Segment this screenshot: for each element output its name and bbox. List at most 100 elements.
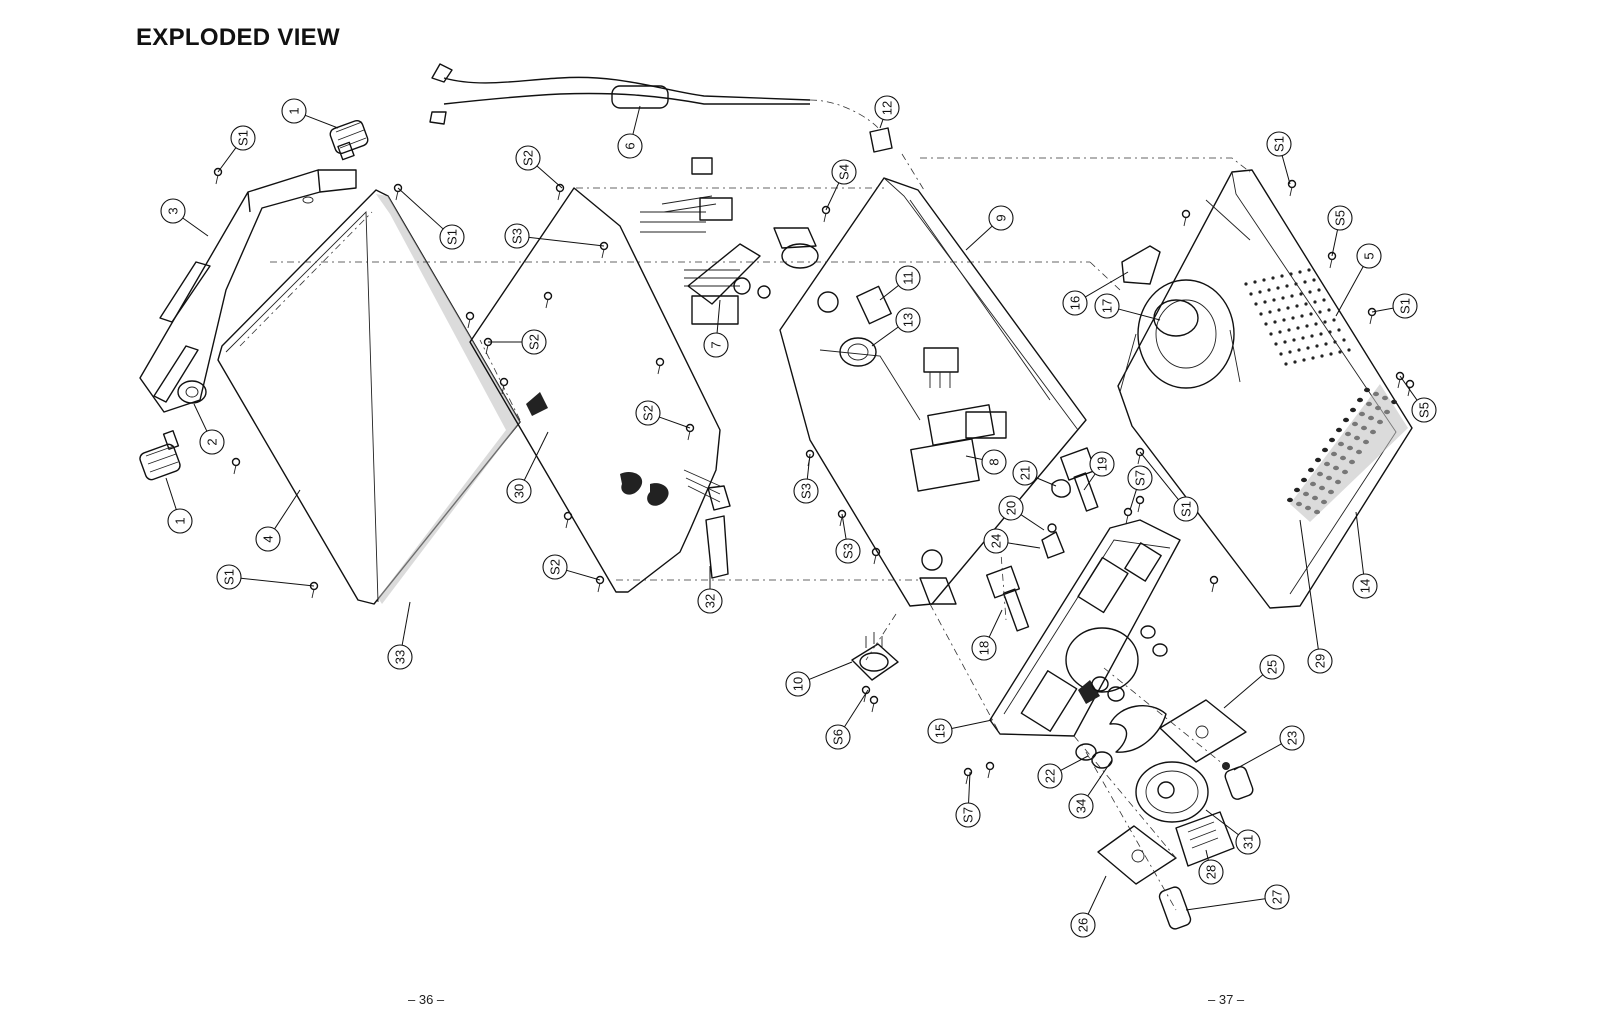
- callout-label: S1: [1398, 298, 1413, 314]
- leader-c14: [1355, 511, 1365, 575]
- callout-c1a: 1: [281, 98, 307, 124]
- callout-circle: [1173, 496, 1199, 522]
- callout-c23: 23: [1279, 725, 1305, 751]
- callout-c14: 14: [1352, 573, 1378, 599]
- callout-c32: 32: [697, 588, 723, 614]
- callout-label: 16: [1068, 296, 1083, 310]
- callout-s1f: S1: [1266, 131, 1292, 157]
- leader-s5a: [1331, 229, 1339, 257]
- leader-s5b: [1399, 375, 1418, 401]
- callout-c9: 9: [988, 205, 1014, 231]
- callout-circle: [1411, 397, 1437, 423]
- leader-c2: [193, 403, 208, 432]
- callout-c21: 21: [1012, 460, 1038, 486]
- screw-2: [231, 457, 241, 475]
- bottom-cover: [217, 189, 521, 605]
- bracket-knob-bottom: [139, 430, 181, 481]
- leader-c29: [1299, 519, 1319, 650]
- callout-label: 28: [1204, 865, 1219, 879]
- screw-22: [1135, 495, 1145, 513]
- callout-c11: 11: [895, 265, 921, 291]
- assembly-guide-lines: [270, 153, 1251, 911]
- callout-circle: [1070, 912, 1096, 938]
- callout-circle: [1307, 648, 1333, 674]
- leader-s1f: [1281, 155, 1291, 185]
- callout-c16: 16: [1062, 290, 1088, 316]
- callout-label: S3: [841, 543, 856, 559]
- callout-label: 30: [512, 484, 527, 498]
- leader-c11: [879, 285, 899, 301]
- callout-c26: 26: [1070, 912, 1096, 938]
- callout-label: 31: [1241, 835, 1256, 849]
- screw-32: [1181, 209, 1191, 227]
- callout-label: 2: [205, 438, 220, 445]
- speaker-bracket: [1121, 245, 1161, 285]
- leader-c7: [716, 299, 721, 334]
- callout-circle: [1259, 654, 1285, 680]
- screw-16: [837, 509, 847, 527]
- relay-8: [910, 404, 995, 492]
- speaker: [1119, 279, 1241, 393]
- screw-27: [1287, 179, 1297, 197]
- callout-label: 32: [703, 594, 718, 608]
- callout-s1c: S1: [1392, 293, 1418, 319]
- callout-label: 34: [1074, 799, 1089, 813]
- callout-c33: 33: [387, 644, 413, 670]
- callout-circle: [785, 671, 811, 697]
- knob-27: [1158, 886, 1192, 930]
- callout-label: 33: [393, 650, 408, 664]
- knob-28: [1175, 811, 1235, 867]
- callout-c1b: 1: [167, 508, 193, 534]
- callout-label: 27: [1270, 890, 1285, 904]
- screw-6: [483, 337, 493, 355]
- fuse-holder-13: [839, 337, 877, 367]
- callout-s3a: S3: [504, 223, 530, 249]
- leader-s1a: [217, 147, 237, 173]
- page-number-right: – 37 –: [1208, 992, 1245, 1007]
- callout-label: S3: [799, 483, 814, 499]
- callout-s5a: S5: [1327, 205, 1353, 231]
- callout-circle: [971, 635, 997, 661]
- screw-30: [1395, 371, 1405, 389]
- leader-c23: [1233, 743, 1282, 771]
- callout-c30: 30: [506, 478, 532, 504]
- callout-circle: [1094, 293, 1120, 319]
- callout-circle: [387, 644, 413, 670]
- screw-12: [685, 423, 695, 441]
- callout-s2a: S2: [515, 145, 541, 171]
- callout-circle: [1352, 573, 1378, 599]
- dial-31: [1135, 761, 1209, 823]
- page-number-left: – 36 –: [408, 992, 445, 1007]
- callout-c19: 19: [1089, 451, 1115, 477]
- callout-label: 15: [933, 724, 948, 738]
- screw-28: [1367, 307, 1377, 325]
- callout-c5: 5: [1356, 243, 1382, 269]
- leader-c18: [988, 609, 1003, 638]
- callout-circle: [160, 198, 186, 224]
- callout-c3: 3: [160, 198, 186, 224]
- bracket-knob-top: [329, 119, 369, 161]
- callout-label: 11: [901, 271, 916, 285]
- leader-c9: [965, 225, 993, 251]
- screw-1: [213, 167, 223, 185]
- switch-24: [1041, 523, 1065, 559]
- dial-plate: [1109, 705, 1167, 753]
- meter-plate-25: [1159, 699, 1247, 763]
- callout-label: 24: [989, 534, 1004, 548]
- callout-label: S1: [236, 130, 251, 146]
- in-line-fuse: [869, 127, 893, 153]
- leader-c30: [523, 431, 549, 481]
- callout-c2: 2: [199, 429, 225, 455]
- bracket-washer: [177, 380, 207, 404]
- potentiometer-18: [985, 565, 1030, 632]
- callout-circle: [983, 528, 1009, 554]
- callout-label: 25: [1265, 660, 1280, 674]
- leader-c20: [1020, 514, 1045, 531]
- leader-c28: [1205, 849, 1209, 861]
- callout-label: S1: [445, 229, 460, 245]
- callout-label: S6: [831, 729, 846, 745]
- callout-s1e: S1: [1173, 496, 1199, 522]
- callout-s2b: S2: [521, 329, 547, 355]
- callout-circle: [506, 478, 532, 504]
